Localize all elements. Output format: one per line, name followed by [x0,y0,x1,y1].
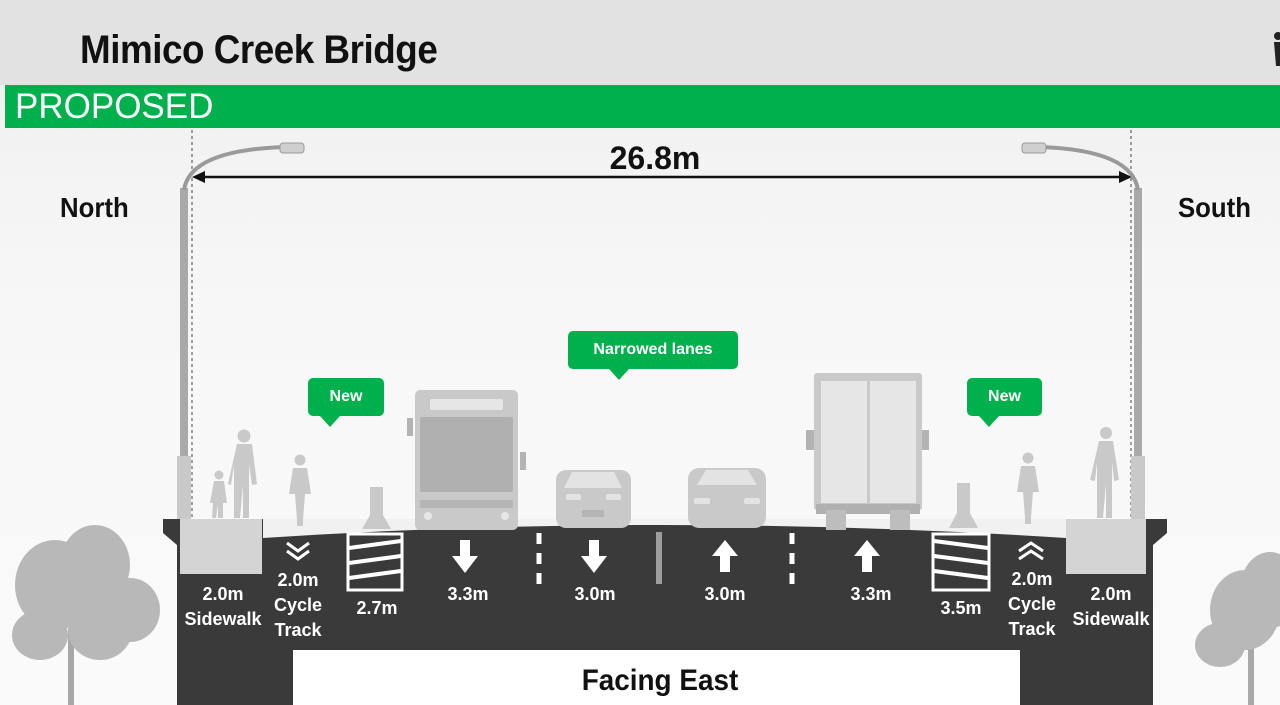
pedestrian-south-icon [1090,427,1119,518]
segment-lane-westbound-inner: 3.0m [560,582,630,607]
segment-lane-eastbound-inner: 3.0m [690,582,760,607]
status-label: PROPOSED [15,87,214,126]
segment-name: Sidewalk [184,609,262,629]
header-band [0,0,1280,85]
segment-name: Cycle [273,595,323,615]
bridge-deck [163,519,1167,705]
arrow-up-icon [712,540,738,572]
narrowed-lanes-callout: Narrowed lanes [568,331,738,380]
new-south-callout: New [967,378,1042,427]
segment-name: Cycle [1007,594,1057,614]
truck-icon [806,373,929,530]
new-north-callout: New [308,378,384,427]
segment-cycle-track-north: 2.0m Cycle Track [258,568,338,643]
arrow-up-icon [854,540,880,572]
status-banner: PROPOSED [5,85,1280,128]
segment-width: 2.0m [277,570,319,590]
car-westbound-icon [556,470,631,528]
segment-sidewalk-south: 2.0m Sidewalk [1064,582,1158,632]
segment-buffer-north: 2.7m [342,596,412,621]
segment-width: 3.5m [940,598,982,618]
arrow-down-icon [452,540,478,573]
segment-width: 2.0m [202,584,244,604]
segment-name: Track [1008,619,1056,639]
streetlight-south-icon [1021,142,1145,546]
cyclist-north-icon [289,454,311,526]
segment-buffer-south: 3.5m [926,596,996,621]
separator-south [931,483,991,592]
segment-name: Sidewalk [1072,609,1150,629]
segment-width: 3.0m [704,584,746,604]
tree-left-icon [12,525,160,705]
median-post [656,532,662,584]
segment-width: 3.3m [447,584,489,604]
facing-direction-label: Facing East [581,664,739,697]
tree-right-icon [1195,552,1280,705]
segment-width: 2.0m [1090,584,1132,604]
segment-sidewalk-north: 2.0m Sidewalk [178,582,268,632]
cyclist-south-icon [1017,452,1039,524]
south-label: South [1178,192,1251,223]
chevron-down-icon [286,541,310,561]
car-eastbound-icon [688,468,766,528]
segment-lane-eastbound-curb: 3.3m [836,582,906,607]
pedestrian-child-icon [210,470,227,518]
segment-width: 3.0m [574,584,616,604]
segment-width: 2.0m [1011,569,1053,589]
total-width-label: 26.8m [609,140,701,176]
segment-width: 2.7m [356,598,398,618]
segment-name: Track [274,620,322,640]
segment-width: 3.3m [850,584,892,604]
arrow-down-icon [581,540,607,573]
bus-icon [407,390,526,530]
segment-cycle-track-south: 2.0m Cycle Track [992,567,1072,642]
segment-lane-westbound-curb: 3.3m [433,582,503,607]
chevron-up-icon [1018,541,1044,561]
person-icon [1268,30,1280,66]
north-label: North [60,192,129,223]
pedestrian-adult-icon [228,429,257,518]
page-title: Mimico Creek Bridge [80,28,438,72]
separator-north [346,487,404,592]
